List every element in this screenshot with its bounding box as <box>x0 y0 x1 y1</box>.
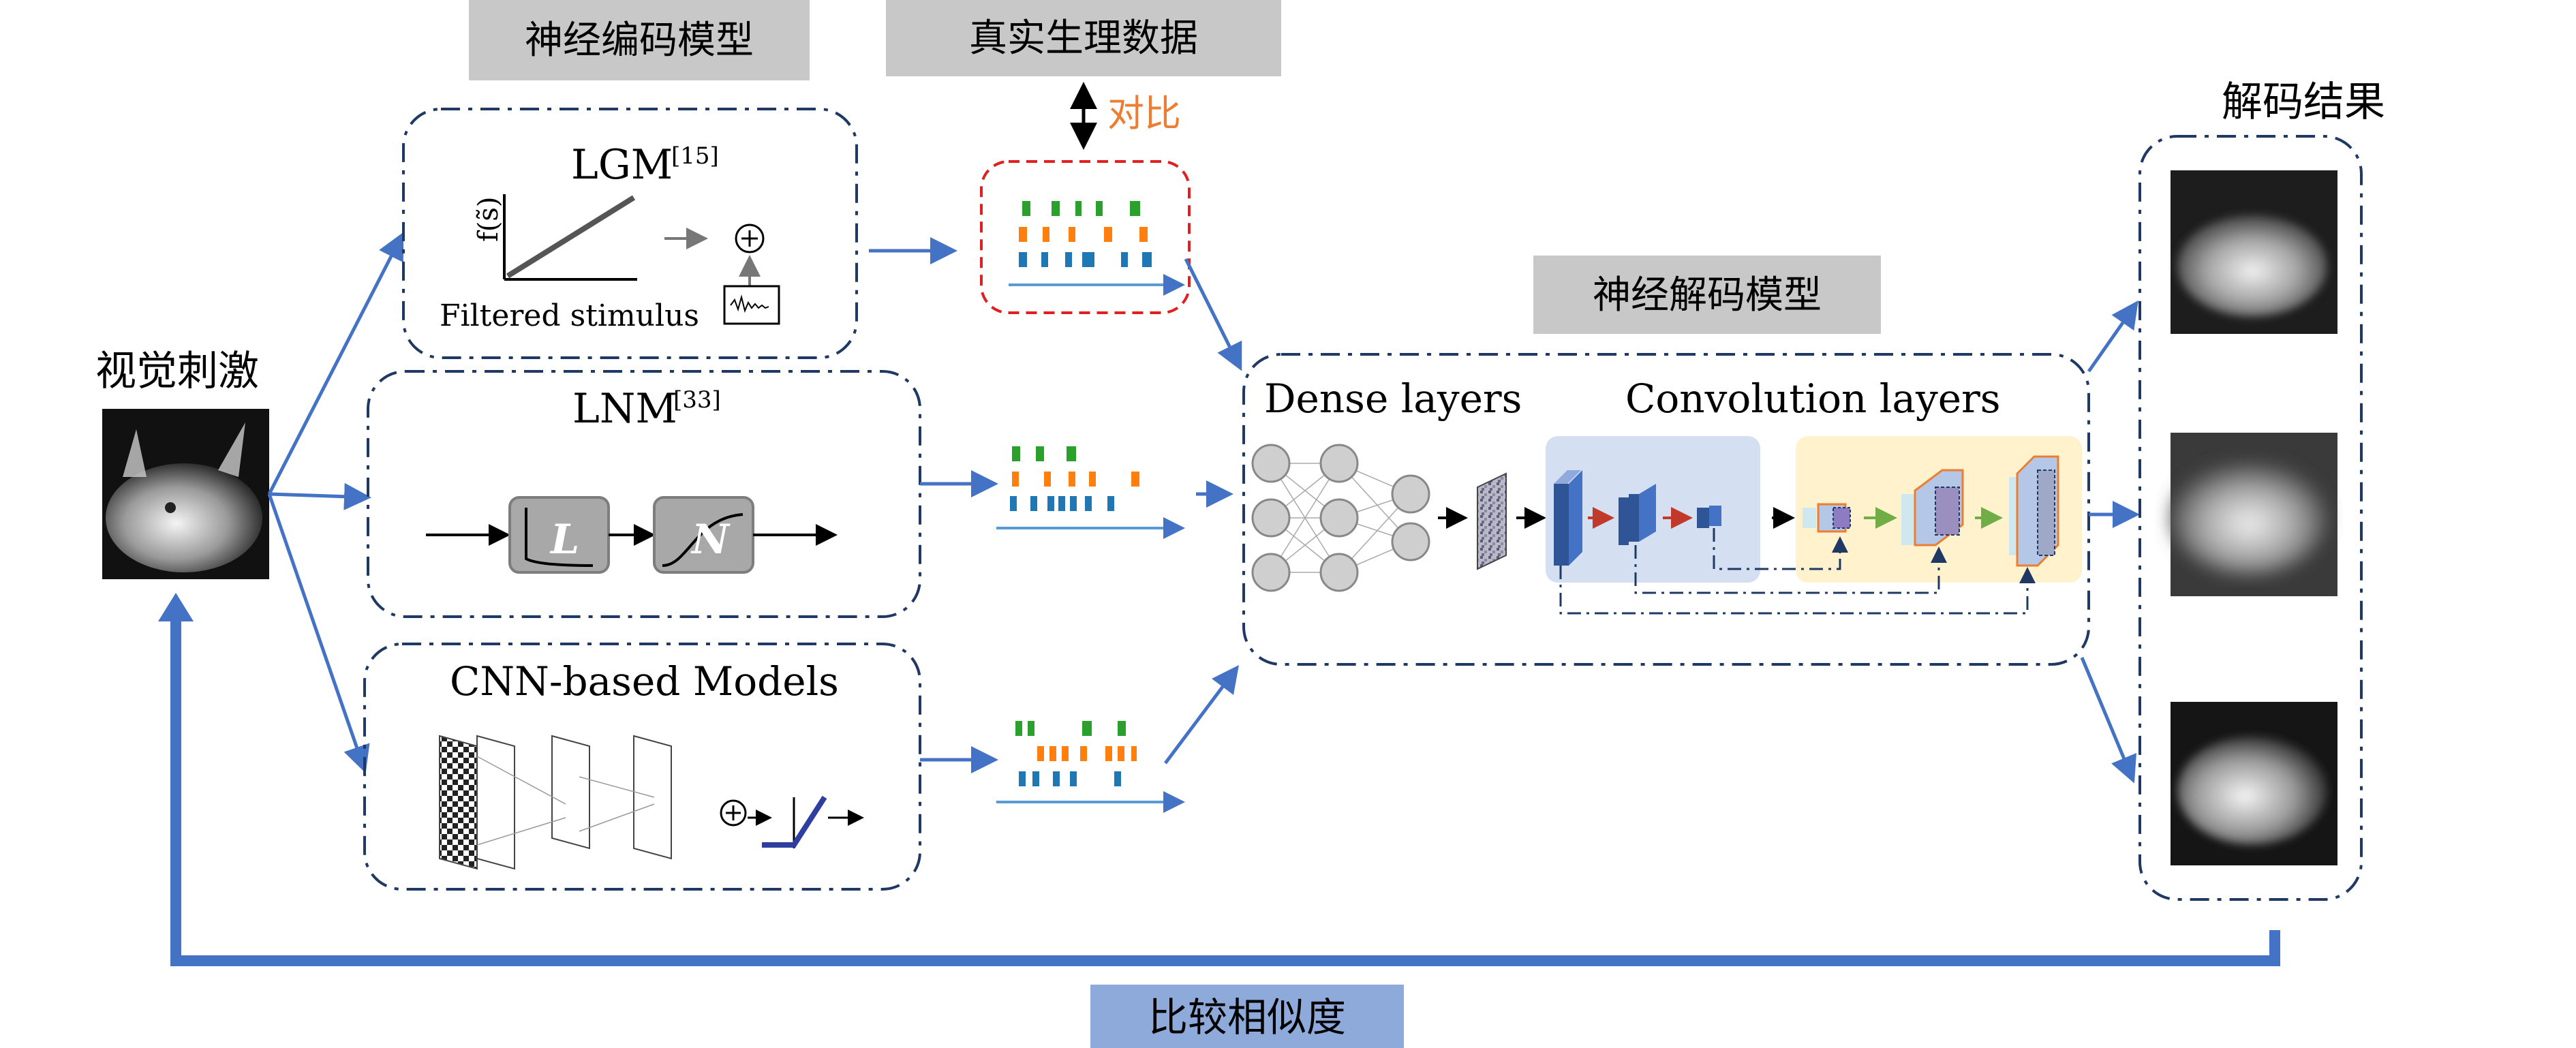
result-image-2 <box>2171 433 2337 596</box>
lgm-fs-label: f(s̃) <box>473 196 504 242</box>
visual-stimulus-label: 视觉刺激 <box>95 348 259 395</box>
lgm-model-box: LGM [15] f(s̃) Filtered stimulus <box>402 108 858 359</box>
cnn-model-box: CNN-based Models <box>363 643 921 891</box>
svg-text:比较相似度: 比较相似度 <box>1148 994 1346 1041</box>
decoder-box: Dense layers Convolution layers <box>1242 353 2090 666</box>
lgm-title: LGM <box>571 141 673 189</box>
result-image-3 <box>2171 702 2337 865</box>
compare-label: 对比 <box>1107 92 1181 135</box>
svg-text:神经解码模型: 神经解码模型 <box>1593 273 1822 318</box>
conv-decoder-panel <box>1796 436 2082 583</box>
lnm-n-label: N <box>690 516 731 564</box>
cnn-title: CNN-based Models <box>450 658 839 705</box>
lgm-filtered-label: Filtered stimulus <box>440 298 699 333</box>
svg-text:神经编码模型: 神经编码模型 <box>525 18 754 63</box>
lnm-model-box: LNM [33] L N <box>367 370 921 618</box>
dense-nodes <box>1251 444 1430 592</box>
skip-connections <box>1559 528 2036 615</box>
result-image-1 <box>2171 170 2337 334</box>
spike-train-cnn <box>996 721 1185 813</box>
decoder-to-results-arrows <box>2080 300 2140 784</box>
stimulus-to-models-arrows <box>267 232 404 773</box>
feature-map <box>1477 472 1507 570</box>
lnm-title: LNM <box>572 385 677 433</box>
lnm-l-label: L <box>549 516 579 564</box>
similarity-feedback-arrow <box>158 593 2280 966</box>
lgm-ref: [15] <box>671 142 719 170</box>
real-data-label: 真实生理数据 <box>886 0 1281 76</box>
spike-train-real <box>1009 201 1185 296</box>
dense-layers-label: Dense layers <box>1264 375 1522 422</box>
spike-train-lnm <box>996 446 1185 539</box>
svg-text:真实生理数据: 真实生理数据 <box>969 16 1198 61</box>
decoding-model-label: 神经解码模型 <box>1533 256 1881 334</box>
lnm-ref: [33] <box>673 386 721 414</box>
flow-arrows <box>869 237 1242 773</box>
encoding-models-label: 神经编码模型 <box>469 0 810 80</box>
stimulus-image <box>102 409 269 579</box>
conv-layers-label: Convolution layers <box>1625 375 2001 422</box>
similarity-label: 比较相似度 <box>1090 985 1404 1048</box>
decoding-result-label: 解码结果 <box>2222 78 2385 126</box>
conv-encoder-panel <box>1546 436 1795 583</box>
real-data-box <box>980 160 1191 314</box>
